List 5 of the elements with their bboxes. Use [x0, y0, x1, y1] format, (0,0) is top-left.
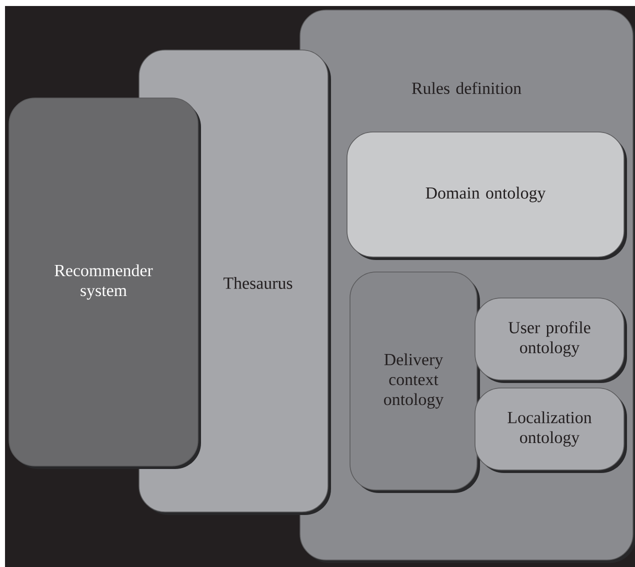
- rounded-box: Localization ontology: [474, 388, 627, 473]
- rounded-box: Domain ontology: [346, 132, 627, 260]
- rounded-box: User profile ontology: [474, 298, 627, 383]
- rounded-box: Delivery context ontology: [350, 272, 480, 493]
- rounded-box: Recommender system: [8, 98, 201, 469]
